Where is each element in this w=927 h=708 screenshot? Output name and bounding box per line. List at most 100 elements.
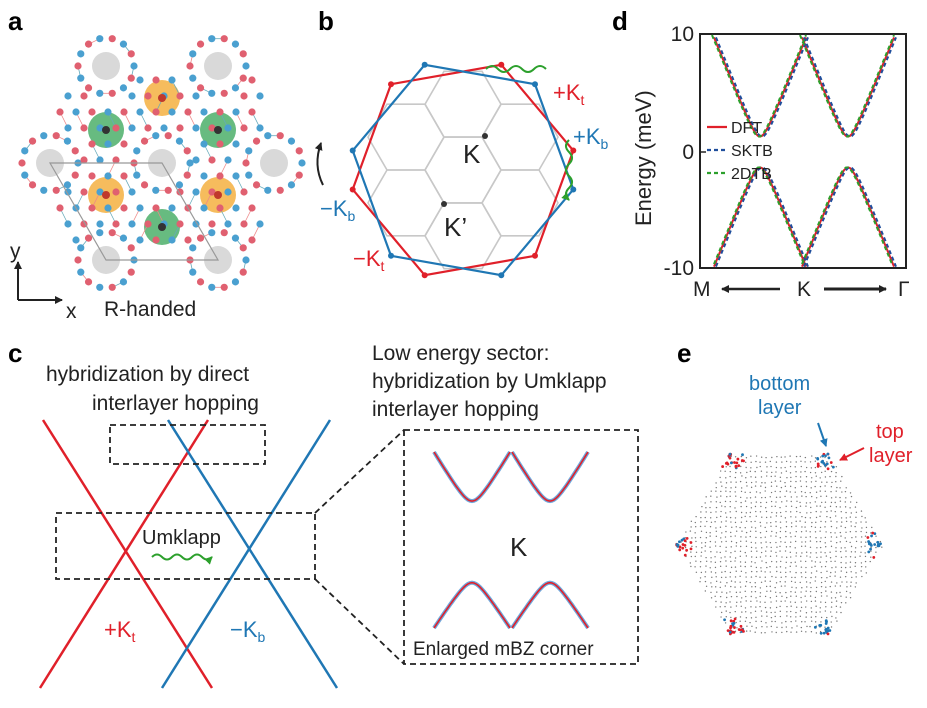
wf-dot bbox=[766, 466, 768, 468]
wf-dot bbox=[720, 557, 722, 559]
direct-hop-box bbox=[109, 424, 266, 465]
wf-dot bbox=[796, 510, 798, 513]
wf-dot bbox=[855, 522, 857, 524]
wf-dot bbox=[825, 606, 827, 608]
wf-weight bbox=[826, 632, 830, 636]
wf-dot bbox=[791, 586, 793, 588]
wf-dot bbox=[749, 630, 751, 632]
wf-dot bbox=[689, 562, 692, 564]
umklapp-wave-top bbox=[485, 65, 547, 73]
wf-dot bbox=[750, 502, 752, 504]
wf-dot bbox=[710, 501, 712, 503]
wf-dot bbox=[825, 590, 827, 592]
wf-dot bbox=[826, 481, 828, 483]
wf-weight bbox=[685, 548, 689, 552]
wf-dot bbox=[789, 472, 792, 474]
wf-dot bbox=[860, 510, 863, 512]
wf-dot bbox=[855, 536, 857, 538]
top-layer-line2: layer bbox=[869, 445, 913, 467]
wf-dot bbox=[715, 530, 718, 533]
wf-dot bbox=[716, 551, 718, 553]
atom bbox=[239, 268, 247, 276]
low-energy-line2: hybridization by Umklapp bbox=[372, 370, 607, 393]
wf-dot bbox=[851, 576, 853, 579]
wf-dot bbox=[749, 581, 751, 584]
wf-dot bbox=[790, 541, 792, 543]
wf-dot bbox=[835, 536, 838, 538]
wf-dot bbox=[809, 540, 812, 542]
wf-weight bbox=[819, 631, 823, 635]
wf-dot bbox=[804, 541, 807, 543]
wf-dot bbox=[770, 525, 772, 527]
wf-dot bbox=[779, 490, 781, 493]
atom bbox=[242, 256, 250, 264]
wf-dot bbox=[754, 520, 756, 523]
wf-dot bbox=[746, 485, 748, 487]
wf-dot bbox=[720, 541, 723, 543]
wf-dot bbox=[830, 606, 833, 608]
wf-dot bbox=[825, 561, 828, 563]
wf-dot bbox=[815, 586, 818, 589]
wf-dot bbox=[701, 542, 703, 544]
wf-dot bbox=[715, 527, 717, 529]
wf-dot bbox=[775, 591, 777, 593]
wf-dot bbox=[705, 507, 707, 509]
wf-dot bbox=[800, 531, 803, 533]
atom bbox=[287, 181, 296, 189]
wf-dot bbox=[720, 481, 722, 483]
atom bbox=[77, 244, 85, 252]
wf-dot bbox=[825, 531, 827, 533]
atom bbox=[175, 181, 184, 189]
wf-dot bbox=[830, 497, 833, 499]
wf-dot bbox=[745, 505, 748, 508]
atom bbox=[252, 181, 261, 189]
wf-dot bbox=[730, 487, 732, 489]
atom bbox=[216, 172, 224, 180]
wf-dot bbox=[750, 507, 753, 509]
wf-dot bbox=[805, 590, 807, 592]
wf-dot bbox=[760, 505, 762, 508]
atom bbox=[112, 124, 120, 132]
wf-dot bbox=[820, 566, 823, 568]
wf-dot bbox=[770, 560, 773, 563]
wf-dot bbox=[746, 471, 748, 474]
wf-dot bbox=[744, 590, 746, 593]
wf-dot bbox=[854, 565, 856, 568]
wf-dot bbox=[815, 590, 818, 593]
wf-weight bbox=[816, 462, 820, 466]
wf-dot bbox=[761, 615, 763, 617]
wf-dot bbox=[811, 455, 813, 457]
wf-dot bbox=[819, 630, 822, 633]
wf-dot bbox=[765, 510, 768, 513]
wf-dot bbox=[691, 537, 693, 539]
wf-dot bbox=[744, 607, 747, 609]
atom bbox=[220, 89, 228, 97]
wf-dot bbox=[791, 627, 793, 629]
atom bbox=[128, 188, 136, 196]
wf-dot bbox=[795, 587, 797, 589]
wf-dot bbox=[794, 591, 797, 593]
wf-dot bbox=[795, 461, 797, 463]
atom bbox=[196, 278, 205, 286]
wf-dot bbox=[694, 537, 697, 539]
wf-dot bbox=[694, 521, 697, 524]
wf-dot bbox=[810, 552, 812, 554]
wf-dot bbox=[819, 485, 822, 488]
atom bbox=[160, 124, 168, 132]
wf-dot bbox=[840, 510, 842, 513]
wf-dot bbox=[830, 486, 833, 488]
wf-dot bbox=[725, 516, 728, 518]
wf-dot bbox=[751, 526, 753, 528]
wf-dot bbox=[835, 471, 837, 474]
wf-dot bbox=[745, 457, 748, 459]
wf-dot bbox=[755, 460, 757, 463]
wf-dot bbox=[849, 531, 852, 533]
wf-dot bbox=[845, 571, 848, 574]
wf-dot bbox=[801, 541, 803, 543]
wf-dot bbox=[749, 491, 751, 494]
wf-dot bbox=[724, 500, 727, 503]
wf-dot bbox=[739, 550, 742, 553]
wf-dot bbox=[775, 600, 778, 602]
wf-dot bbox=[829, 516, 832, 519]
wf-dot bbox=[795, 480, 797, 483]
